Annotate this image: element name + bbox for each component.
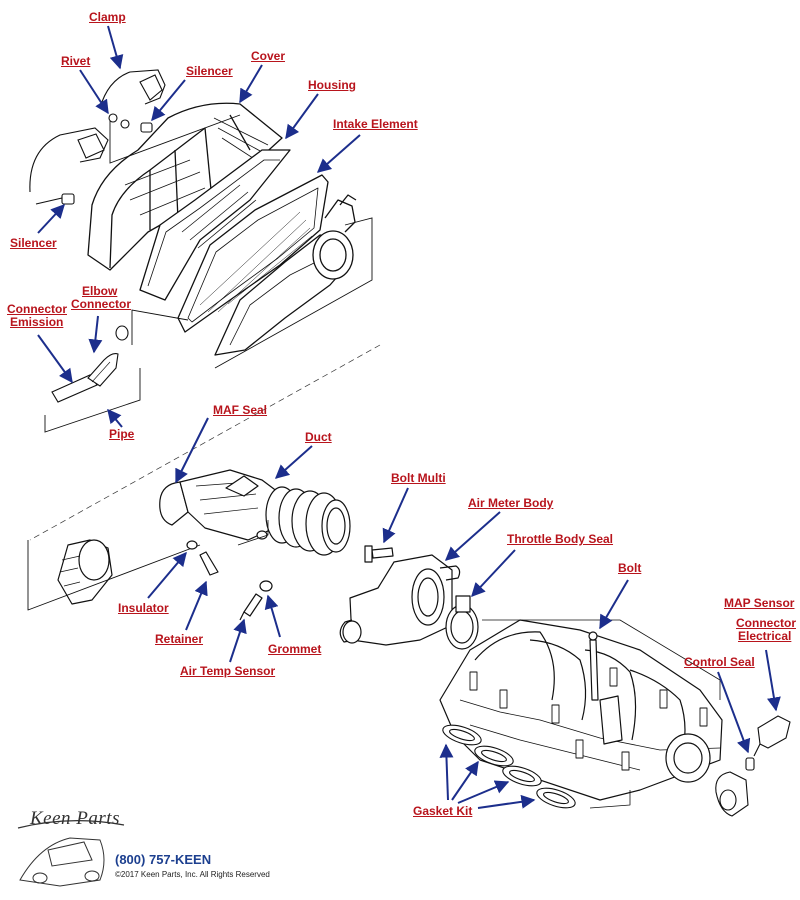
- connector-electrical-drawing: [757, 715, 791, 749]
- retainer-drawing: [199, 551, 219, 576]
- label-intake-element[interactable]: Intake Element: [333, 117, 418, 131]
- housing-drawing: [139, 149, 291, 301]
- keen-parts-logo: Keen Parts: [30, 808, 120, 829]
- label-duct[interactable]: Duct: [305, 430, 332, 444]
- label-connector-electrical-line1[interactable]: Connector: [736, 616, 796, 630]
- label-silencer-top[interactable]: Silencer: [186, 64, 233, 78]
- arrow-retainer: [185, 580, 208, 631]
- arrow-air-temp-sensor: [229, 618, 247, 663]
- label-control-seal[interactable]: Control Seal: [684, 655, 755, 669]
- intake-manifold-group: [439, 619, 723, 809]
- bolt-multi-drawing: [371, 547, 394, 559]
- phone-number: (800) 757-KEEN: [115, 852, 212, 867]
- label-insulator[interactable]: Insulator: [118, 601, 169, 615]
- label-bolt[interactable]: Bolt: [618, 561, 642, 575]
- elbow-pipe-group: [44, 325, 141, 433]
- arrow-connector-electrical: [765, 649, 781, 712]
- throttle-body-group: [339, 545, 479, 650]
- label-cover[interactable]: Cover: [251, 49, 286, 63]
- connector-emission-drawing: [115, 325, 129, 341]
- map-sensor-group: [715, 715, 791, 817]
- arrow-gasket-1: [439, 743, 454, 801]
- arrow-gasket-4: [477, 794, 536, 809]
- arrow-clamp: [107, 25, 124, 70]
- label-map-sensor[interactable]: MAP Sensor: [724, 596, 795, 610]
- bolt-drawing: [589, 639, 599, 701]
- air-cleaner-assembly: [87, 102, 357, 356]
- label-pipe[interactable]: Pipe: [109, 427, 135, 441]
- intake-element-drawing: [177, 174, 329, 333]
- arrow-silencer-left: [37, 203, 65, 234]
- maf-duct-group: [27, 469, 351, 621]
- label-housing[interactable]: Housing: [308, 78, 356, 92]
- label-gasket-kit[interactable]: Gasket Kit: [413, 804, 473, 818]
- arrow-intake-element: [316, 134, 361, 173]
- label-connector-emission-line1[interactable]: Connector: [7, 302, 67, 316]
- arrow-maf-seal: [175, 417, 209, 484]
- group-bracket-right: [214, 217, 373, 369]
- arrow-air-meter-body: [444, 511, 501, 561]
- clamp-parts: [29, 69, 166, 205]
- label-air-meter-body[interactable]: Air Meter Body: [468, 496, 554, 510]
- rivet-drawing: [108, 113, 118, 123]
- arrow-bolt: [599, 579, 629, 630]
- grommet-drawing: [259, 580, 273, 592]
- arrow-insulator: [147, 551, 187, 599]
- bellows-drawing: [265, 486, 351, 556]
- silencer-top-drawing: [140, 122, 153, 133]
- arrow-grommet: [264, 594, 281, 638]
- label-retainer[interactable]: Retainer: [155, 632, 204, 646]
- insulator-drawing: [186, 540, 198, 550]
- arrow-elbow-connector: [88, 315, 103, 354]
- clamp-lower-drawing: [29, 127, 109, 193]
- arrow-throttle-body-seal: [471, 549, 516, 598]
- leader-arrows: [37, 25, 781, 809]
- label-throttle-body-seal[interactable]: Throttle Body Seal: [507, 532, 614, 546]
- label-clamp[interactable]: Clamp: [89, 10, 126, 24]
- label-connector-electrical-line2[interactable]: Electrical: [738, 629, 792, 643]
- arrow-rivet: [79, 69, 109, 115]
- arrow-gasket-2: [451, 760, 479, 801]
- arrow-gasket-3: [457, 780, 510, 804]
- arrow-silencer-top: [151, 79, 186, 122]
- keen-parts-logo-car: [17, 820, 125, 887]
- label-grommet[interactable]: Grommet: [268, 642, 322, 656]
- gasket-kit-drawing: [442, 724, 576, 809]
- label-elbow-connector-line2[interactable]: Connector: [71, 297, 131, 311]
- control-seal-drawing: [745, 757, 755, 771]
- arrow-bolt-multi: [382, 487, 409, 544]
- silencer-left-drawing: [61, 193, 75, 205]
- label-rivet[interactable]: Rivet: [61, 54, 91, 68]
- arrow-pipe: [107, 408, 123, 428]
- mass-air-inlet-drawing: [312, 230, 354, 280]
- arrow-connector-emission: [37, 334, 73, 384]
- label-connector-emission-line2[interactable]: Emission: [10, 315, 64, 329]
- group-bracket-left: [109, 114, 241, 164]
- pipe-drawing: [51, 374, 98, 403]
- copyright-notice: ©2017 Keen Parts, Inc. All Rights Reserv…: [115, 870, 270, 879]
- label-silencer-left[interactable]: Silencer: [10, 236, 57, 250]
- air-temp-sensor-drawing: [243, 593, 263, 617]
- label-air-temp-sensor[interactable]: Air Temp Sensor: [180, 664, 276, 678]
- label-elbow-connector-line1[interactable]: Elbow: [82, 284, 118, 298]
- arrow-duct: [274, 445, 313, 479]
- arrow-cover: [239, 64, 263, 104]
- label-bolt-multi[interactable]: Bolt Multi: [391, 471, 446, 485]
- dashed-leader: [29, 344, 381, 541]
- label-maf-seal[interactable]: MAF Seal: [213, 403, 268, 417]
- arrow-control-seal: [717, 671, 751, 754]
- arrow-housing: [285, 93, 319, 140]
